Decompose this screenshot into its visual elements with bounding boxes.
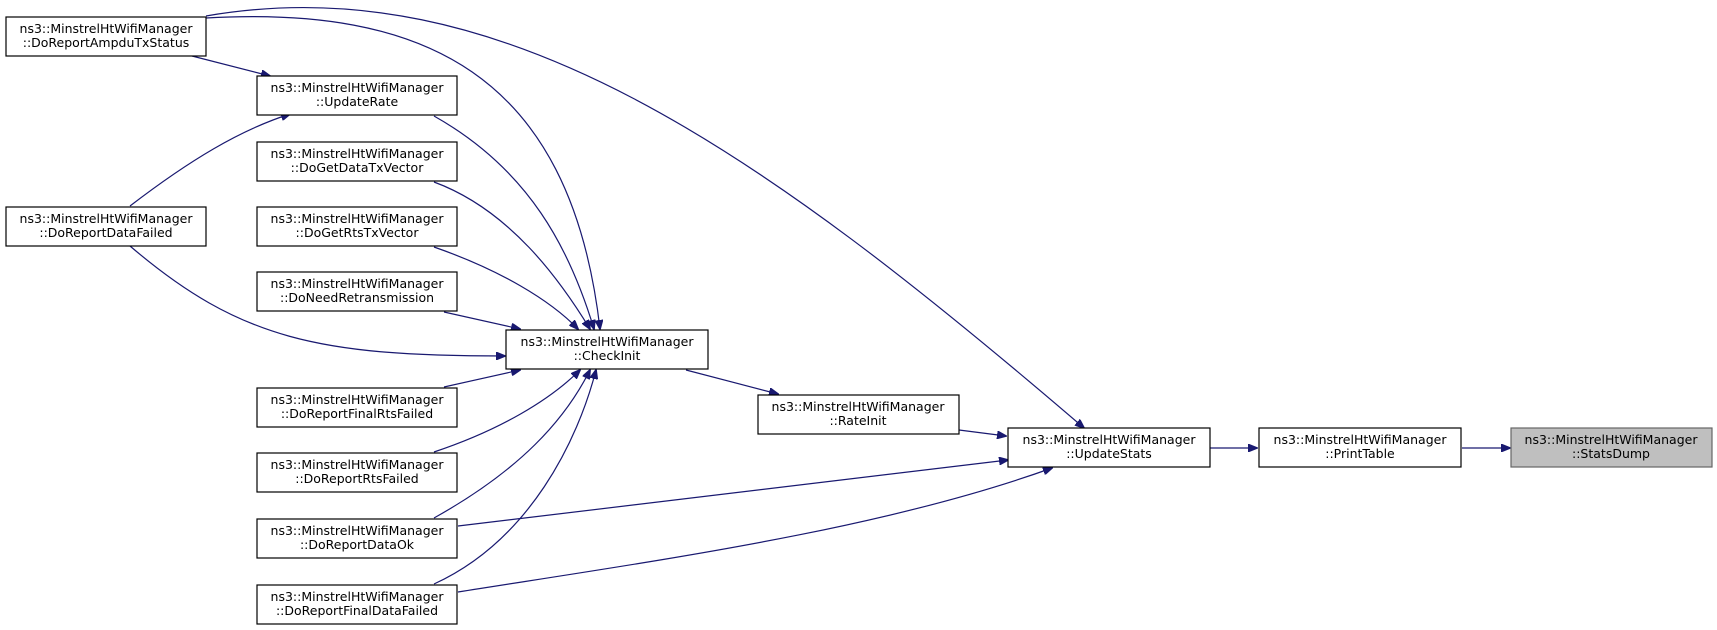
node-doreportfinalrtsfailed[interactable]: ns3::MinstrelHtWifiManager ::DoReportFin… (256, 387, 458, 428)
node-updaterate[interactable]: ns3::MinstrelHtWifiManager ::UpdateRate (256, 75, 458, 116)
node-rateinit[interactable]: ns3::MinstrelHtWifiManager ::RateInit (757, 394, 960, 435)
node-label-method: ::UpdateRate (316, 94, 399, 109)
node-doreportdataok[interactable]: ns3::MinstrelHtWifiManager ::DoReportDat… (256, 518, 458, 559)
node-dogetdatatxvector[interactable]: ns3::MinstrelHtWifiManager ::DoGetDataTx… (256, 141, 458, 182)
edge-needretransmission-checkinit (443, 311, 520, 329)
edge-finalrtsfailed-checkinit (443, 370, 520, 388)
node-printtable[interactable]: ns3::MinstrelHtWifiManager ::PrintTable (1258, 427, 1462, 468)
node-label-namespace: ns3::MinstrelHtWifiManager (1525, 432, 1699, 447)
edge-updaterate-checkinit (433, 115, 594, 329)
node-label-namespace: ns3::MinstrelHtWifiManager (271, 276, 445, 291)
node-label-namespace: ns3::MinstrelHtWifiManager (521, 334, 695, 349)
node-label-method: ::StatsDump (1572, 446, 1650, 461)
node-statsdump-focus[interactable]: ns3::MinstrelHtWifiManager ::StatsDump (1510, 427, 1713, 468)
node-label-method: ::UpdateStats (1066, 446, 1152, 461)
node-label-method: ::DoReportRtsFailed (295, 471, 419, 486)
node-label-namespace: ns3::MinstrelHtWifiManager (271, 211, 445, 226)
node-label-method: ::DoReportFinalDataFailed (276, 603, 438, 618)
edge-checkinit-rateinit (685, 369, 778, 394)
edge-ampdutxstatus-checkinit (205, 16, 600, 329)
node-label-namespace: ns3::MinstrelHtWifiManager (772, 399, 946, 414)
edge-rtstxvector-checkinit (433, 246, 578, 329)
edge-dataok-checkinit (433, 370, 590, 519)
node-label-namespace: ns3::MinstrelHtWifiManager (271, 80, 445, 95)
node-label-method: ::DoReportAmpduTxStatus (23, 35, 190, 50)
nodes: ns3::MinstrelHtWifiManager ::DoReportAmp… (5, 16, 1713, 625)
node-doreportampdutxstatus[interactable]: ns3::MinstrelHtWifiManager ::DoReportAmp… (5, 16, 207, 57)
node-label-namespace: ns3::MinstrelHtWifiManager (20, 211, 194, 226)
node-label-method: ::DoReportDataFailed (39, 225, 172, 240)
node-doreportrtsfailed[interactable]: ns3::MinstrelHtWifiManager ::DoReportRts… (256, 452, 458, 493)
edge-datafailed-checkinit (129, 245, 505, 356)
node-label-method: ::RateInit (829, 413, 886, 428)
edge-rateinit-updatestats (958, 429, 1006, 436)
node-doreportdatafailed[interactable]: ns3::MinstrelHtWifiManager ::DoReportDat… (5, 206, 207, 247)
node-label-method: ::PrintTable (1325, 446, 1395, 461)
node-label-method: ::DoReportFinalRtsFailed (281, 406, 433, 421)
edge-dataok-updatestats (457, 460, 1008, 527)
edge-datatxvector-checkinit (433, 181, 590, 329)
edge-ampdutxstatus-updatestats (205, 7, 1084, 428)
node-label-namespace: ns3::MinstrelHtWifiManager (271, 146, 445, 161)
node-label-namespace: ns3::MinstrelHtWifiManager (20, 21, 194, 36)
node-dogetrtstxvector[interactable]: ns3::MinstrelHtWifiManager ::DoGetRtsTxV… (256, 206, 458, 247)
node-doneedretransmission[interactable]: ns3::MinstrelHtWifiManager ::DoNeedRetra… (256, 271, 458, 312)
node-label-namespace: ns3::MinstrelHtWifiManager (1274, 432, 1448, 447)
edge-rtsfailed-checkinit (433, 370, 580, 453)
node-label-method: ::CheckInit (574, 348, 641, 363)
node-label-method: ::DoReportDataOk (300, 537, 415, 552)
edges (129, 7, 1510, 593)
node-checkinit[interactable]: ns3::MinstrelHtWifiManager ::CheckInit (505, 329, 709, 370)
node-label-method: ::DoGetRtsTxVector (296, 225, 420, 240)
node-label-namespace: ns3::MinstrelHtWifiManager (1023, 432, 1197, 447)
node-label-method: ::DoGetDataTxVector (291, 160, 425, 175)
edge-finaldatafailed-updatestats (457, 468, 1052, 593)
edge-ampdutxstatus-updaterate (191, 55, 270, 76)
node-label-namespace: ns3::MinstrelHtWifiManager (271, 523, 445, 538)
node-label-namespace: ns3::MinstrelHtWifiManager (271, 392, 445, 407)
node-doreportfinaldatafailed[interactable]: ns3::MinstrelHtWifiManager ::DoReportFin… (256, 584, 458, 625)
node-label-method: ::DoNeedRetransmission (280, 290, 434, 305)
node-updatestats[interactable]: ns3::MinstrelHtWifiManager ::UpdateStats (1007, 427, 1211, 468)
edge-datafailed-updaterate (129, 114, 290, 207)
node-label-namespace: ns3::MinstrelHtWifiManager (271, 457, 445, 472)
edge-finaldatafailed-checkinit (433, 370, 596, 585)
node-label-namespace: ns3::MinstrelHtWifiManager (271, 589, 445, 604)
